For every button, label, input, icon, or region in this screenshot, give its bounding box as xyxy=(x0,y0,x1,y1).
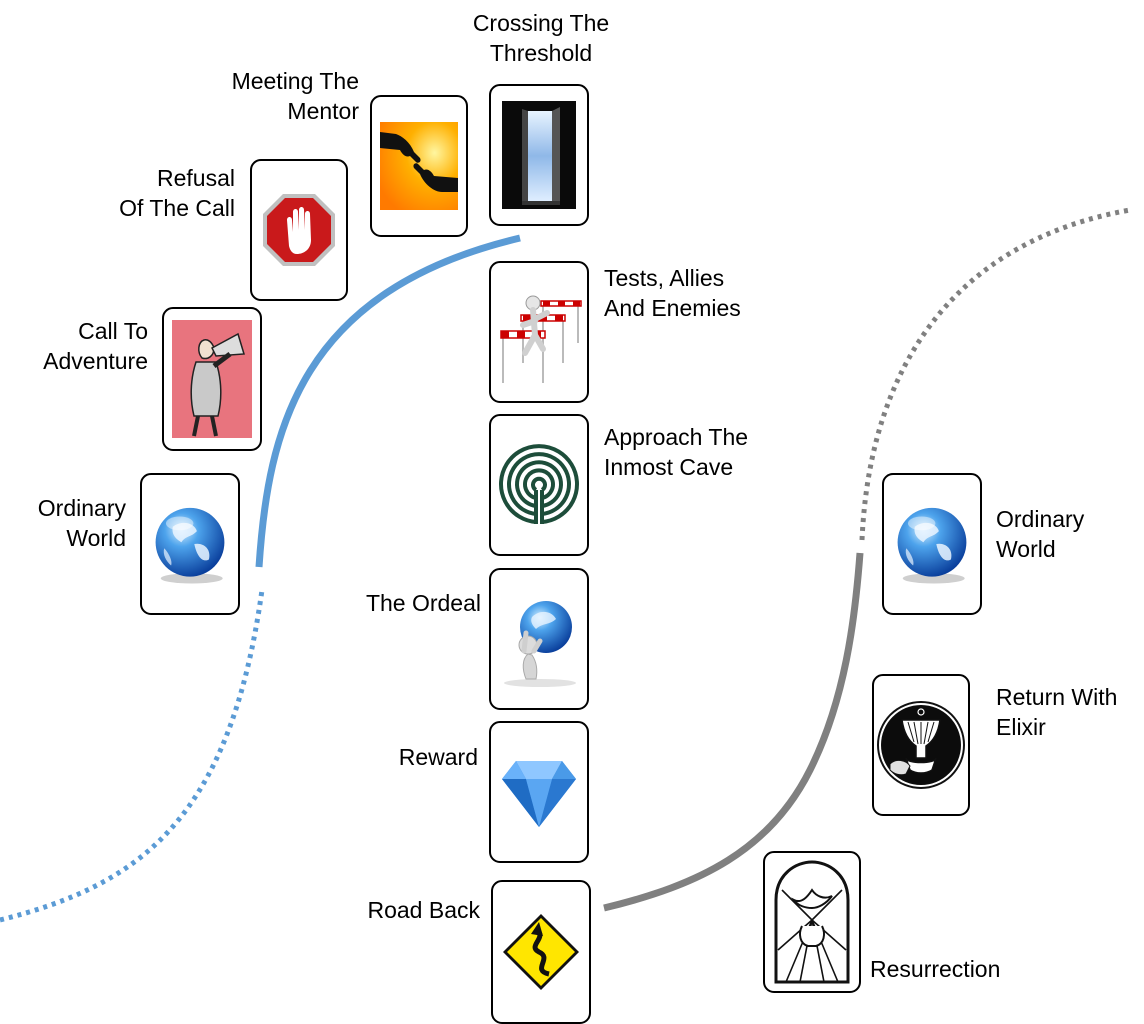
stage-card-return-with-elixir[interactable] xyxy=(872,674,970,816)
stage-label-tests-allies-enemies: Tests, Allies And Enemies xyxy=(604,265,741,321)
labyrinth-icon xyxy=(499,444,579,524)
diamond-icon xyxy=(502,761,576,827)
dove-window-icon xyxy=(774,860,850,984)
stop-hand-icon xyxy=(263,194,335,266)
hurdles-icon xyxy=(493,273,585,391)
carrying-globe-icon xyxy=(504,601,576,687)
return-path-solid xyxy=(603,552,864,912)
stage-card-ordinary-world-end[interactable] xyxy=(882,473,982,615)
stage-label-return-with-elixir: Return With Elixir xyxy=(996,684,1118,740)
stage-card-tests-allies-enemies[interactable] xyxy=(489,261,589,403)
stage-card-meeting-the-mentor[interactable] xyxy=(370,95,468,237)
stage-card-refusal-of-the-call[interactable] xyxy=(250,159,348,301)
stage-card-crossing-the-threshold[interactable] xyxy=(489,84,589,226)
stage-card-resurrection[interactable] xyxy=(763,851,861,993)
stage-label-resurrection: Resurrection xyxy=(870,956,1001,982)
departure-path-solid xyxy=(255,234,521,568)
chalice-icon xyxy=(877,701,965,789)
stage-label-reward: Reward xyxy=(398,744,478,770)
stage-label-ordinary-world-start: Ordinary World xyxy=(37,495,126,551)
stage-card-reward[interactable] xyxy=(489,721,589,863)
return-path-dotted xyxy=(859,207,1131,541)
stage-card-road-back[interactable] xyxy=(491,880,591,1024)
stage-label-road-back: Road Back xyxy=(367,897,480,923)
reaching-hands-icon xyxy=(380,122,458,210)
stage-label-call-to-adventure: Call To Adventure xyxy=(43,318,148,374)
stage-card-ordinary-world-start[interactable] xyxy=(140,473,240,615)
stage-label-ordinary-world-end: Ordinary World xyxy=(996,506,1085,562)
departure-path-dotted xyxy=(0,589,265,923)
stage-card-the-ordeal[interactable] xyxy=(489,568,589,710)
stage-label-refusal-of-the-call: Refusal Of The Call xyxy=(119,165,235,221)
winding-road-sign-icon xyxy=(503,914,579,990)
stage-label-approach-inmost-cave: Approach The Inmost Cave xyxy=(604,424,749,480)
stage-label-meeting-the-mentor: Meeting The Mentor xyxy=(231,68,359,124)
stage-card-approach-inmost-cave[interactable] xyxy=(489,414,589,556)
megaphone-man-icon xyxy=(172,320,252,438)
open-door-icon xyxy=(502,101,576,209)
stage-card-call-to-adventure[interactable] xyxy=(162,307,262,451)
globe-icon xyxy=(155,507,225,584)
globe-icon xyxy=(897,507,967,584)
stage-label-the-ordeal: The Ordeal xyxy=(365,590,481,616)
stage-label-crossing-the-threshold: Crossing The Threshold xyxy=(472,10,610,66)
